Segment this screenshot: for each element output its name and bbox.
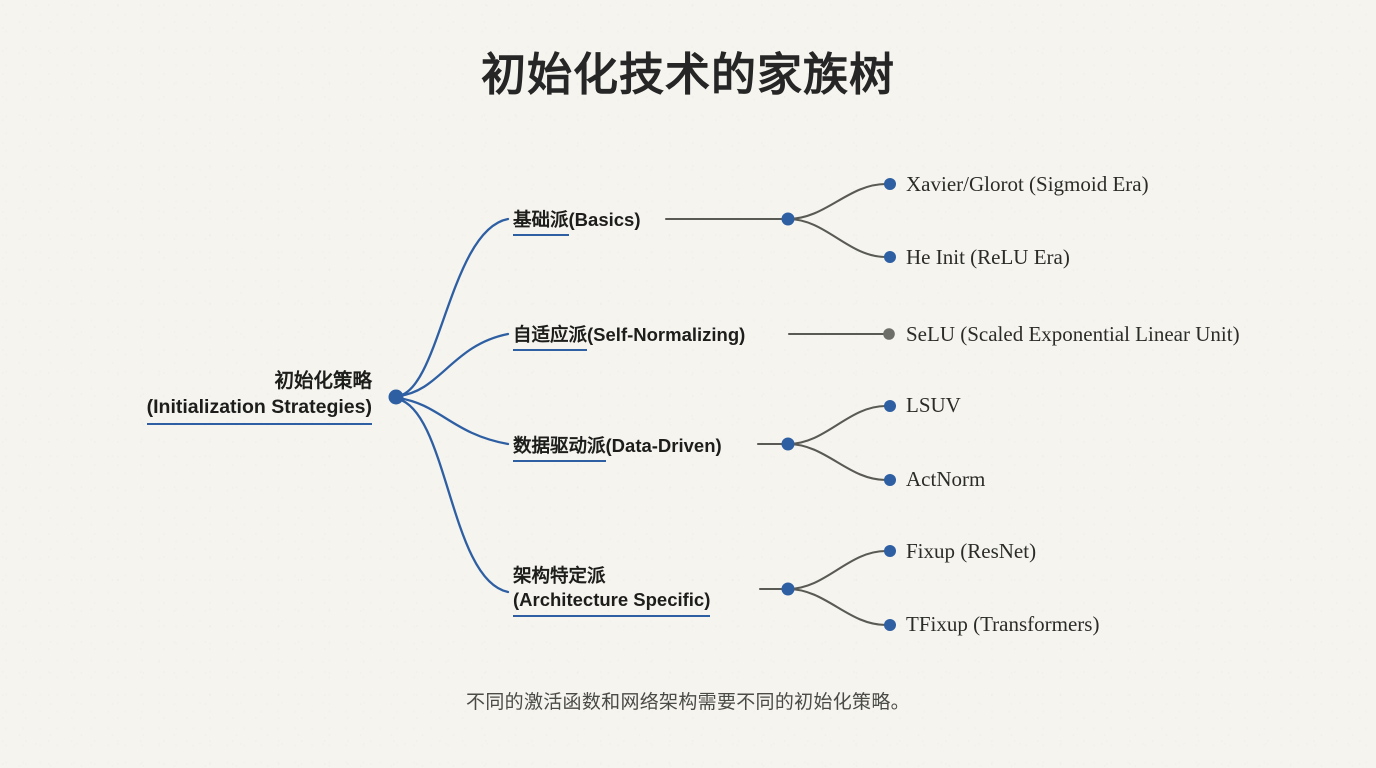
branch-label-cn-basics: 基础派 <box>513 208 569 237</box>
branch-label-en-self-normalizing: (Self-Normalizing) <box>587 324 746 345</box>
edge-root-to-archspec <box>396 397 510 594</box>
leaf-node-fixup[interactable]: Fixup (ResNet) <box>906 539 1037 563</box>
branch-node-basics[interactable]: 基础派(Basics) <box>513 208 641 237</box>
junction-dot-basics <box>781 212 795 226</box>
branch-label-cn-data-driven: 数据驱动派 <box>513 434 606 463</box>
root-node-dot <box>388 389 404 405</box>
leaf-node-lsuv[interactable]: LSUV <box>906 393 961 417</box>
edge-basics-to-he <box>786 217 888 259</box>
leaf-dot-xavier <box>884 178 896 190</box>
leaf-node-tfixup[interactable]: TFixup (Transformers) <box>906 612 1100 636</box>
root-node-label-en: (Initialization Strategies) <box>146 394 372 426</box>
branch-label-en-basics: (Basics) <box>568 209 641 230</box>
leaf-dot-actnorm <box>884 474 896 486</box>
leaf-node-he[interactable]: He Init (ReLU Era) <box>906 245 1070 269</box>
leaf-dot-tfixup <box>884 619 896 631</box>
footer-caption: 不同的激活函数和网络架构需要不同的初始化策略。 <box>466 692 910 713</box>
junction-dot-archspec <box>781 582 795 596</box>
root-node[interactable]: 初始化策略 (Initialization Strategies) <box>60 368 372 426</box>
branch-node-architecture-specific[interactable]: 架构特定派 (Architecture Specific) <box>513 564 711 617</box>
branch-node-self-normalizing[interactable]: 自适应派(Self-Normalizing) <box>513 323 746 352</box>
edge-archspec-to-tfixup <box>786 587 888 627</box>
branch-node-data-driven[interactable]: 数据驱动派(Data-Driven) <box>513 434 722 463</box>
edge-datadriven-to-lsuv <box>786 404 888 446</box>
branch-label-cn-architecture-specific: 架构特定派 <box>513 565 606 586</box>
leaf-node-selu[interactable]: SeLU (Scaled Exponential Linear Unit) <box>906 322 1240 346</box>
junction-dot-datadriven <box>781 437 795 451</box>
leaf-node-actnorm[interactable]: ActNorm <box>906 467 986 491</box>
page-title: 初始化技术的家族树 <box>480 49 895 100</box>
leaf-node-xavier[interactable]: Xavier/Glorot (Sigmoid Era) <box>906 172 1149 196</box>
edge-root-to-basics <box>396 217 510 398</box>
edge-root-to-selfnorm <box>396 332 510 398</box>
edge-basics-to-xavier <box>786 182 888 221</box>
branch-label-en-architecture-specific: (Architecture Specific) <box>513 588 711 617</box>
edge-root-to-datadriven <box>396 396 510 446</box>
branch-label-en-data-driven: (Data-Driven) <box>605 435 722 456</box>
leaf-dot-lsuv <box>884 400 896 412</box>
edge-datadriven-to-actnorm <box>786 442 888 482</box>
root-node-label-cn: 初始化策略 <box>274 370 372 392</box>
leaf-dot-he <box>884 251 896 263</box>
leaf-dot-fixup <box>884 545 896 557</box>
edge-archspec-to-fixup <box>786 549 888 591</box>
branch-label-cn-self-normalizing: 自适应派 <box>513 323 588 352</box>
leaf-dot-selu <box>883 328 895 340</box>
